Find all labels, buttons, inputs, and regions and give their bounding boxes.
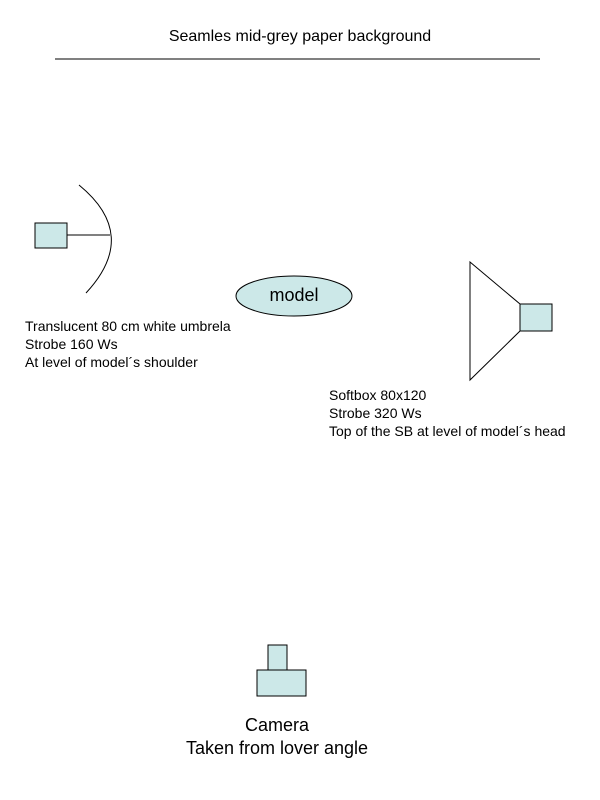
- camera-line-1: Camera: [244, 715, 310, 735]
- softbox-body: [469, 260, 521, 382]
- umbrella-line-3: At level of model´s shoulder: [25, 354, 198, 370]
- softbox-light: [469, 260, 553, 382]
- umbrella-canopy: [78, 184, 112, 294]
- umbrella-strobe-head: [34, 222, 68, 249]
- camera-viewfinder: [267, 644, 288, 671]
- model-label: model: [269, 285, 319, 305]
- umbrella-light: [34, 184, 112, 294]
- softbox-strobe-head: [519, 303, 553, 332]
- camera-description: Camera Taken from lover angle: [0, 714, 554, 760]
- umbrella-line-2: Strobe 160 Ws: [25, 336, 118, 352]
- camera-body: [256, 669, 307, 697]
- umbrella-description: Translucent 80 cm white umbrela Strobe 1…: [25, 317, 231, 371]
- softbox-description: Softbox 80x120 Strobe 320 Ws Top of the …: [329, 386, 566, 440]
- model-ellipse: [235, 275, 353, 317]
- softbox-line-1: Softbox 80x120: [329, 387, 427, 403]
- background-label: Seamles mid-grey paper background: [168, 28, 432, 45]
- umbrella-line-1: Translucent 80 cm white umbrela: [25, 318, 231, 334]
- camera: [256, 644, 307, 697]
- softbox-line-2: Strobe 320 Ws: [329, 405, 422, 421]
- softbox-line-3: Top of the SB at level of model´s head: [329, 423, 566, 439]
- camera-line-2: Taken from lover angle: [185, 738, 369, 758]
